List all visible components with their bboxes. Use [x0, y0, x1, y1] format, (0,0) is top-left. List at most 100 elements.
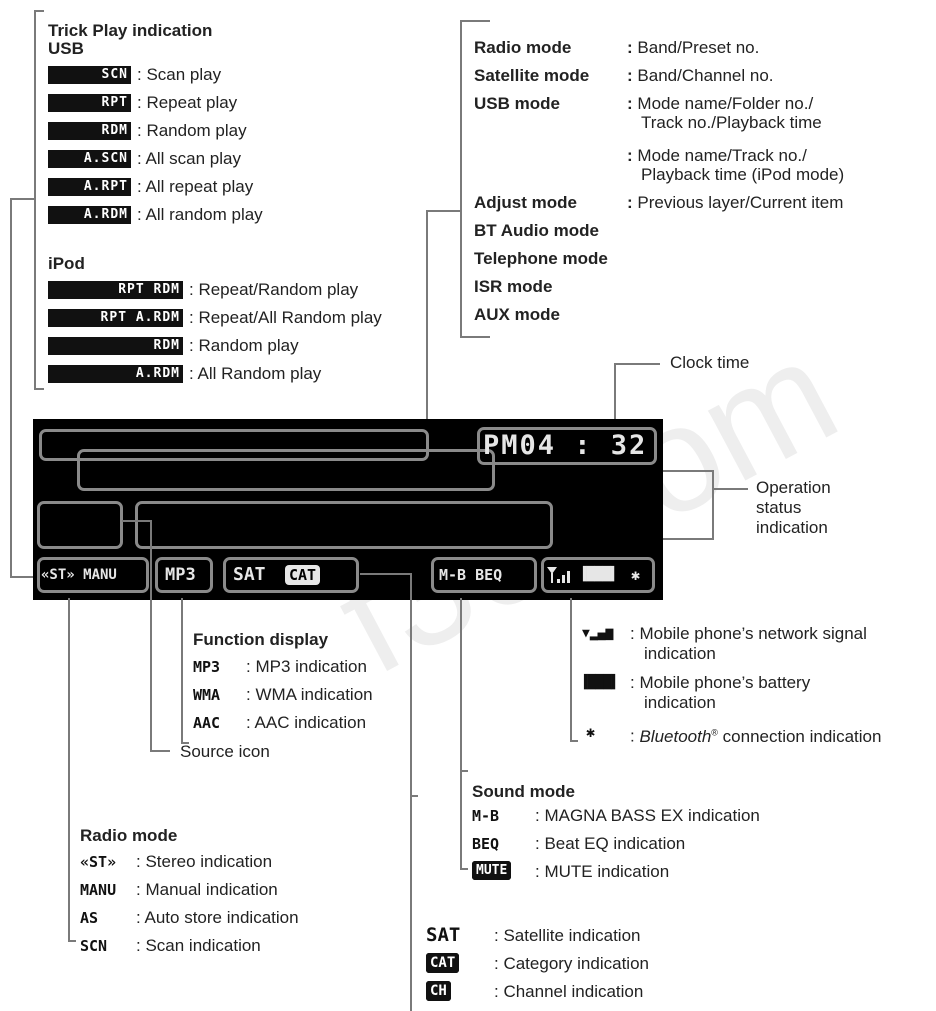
lcd-sat-text: SAT — [233, 564, 266, 585]
ipod-glyph-ardm: A.RDM — [48, 365, 183, 383]
usb-label-arpt: : All repeat play — [137, 177, 254, 196]
bracket-phone-bottom — [570, 740, 578, 742]
source-icon-label: Source icon — [180, 742, 270, 761]
ipod-label-rdm: : Random play — [189, 336, 299, 355]
phone-label-battery-2: indication — [644, 693, 716, 712]
mode-usb-desc: : Mode name/Folder no./ — [627, 94, 814, 113]
sound-glyph-mb: M-B — [472, 807, 500, 825]
usb-glyph-arpt: A.RPT — [48, 178, 131, 196]
mode-usb-ipod-desc-2: Playback time (iPod mode) — [641, 165, 845, 184]
ipod-heading: iPod — [48, 254, 85, 273]
lcd-radio-segment — [37, 557, 149, 593]
func-label-aac: : AAC indication — [246, 713, 367, 732]
sat-label-sat: : Satellite indication — [494, 926, 641, 945]
sat-label-cat: : Category indication — [494, 954, 649, 973]
mode-usb-desc-2: Track no./Playback time — [641, 113, 822, 132]
phone-label-signal-2: indication — [644, 644, 716, 663]
leader-modes-h — [426, 210, 462, 212]
radio-label-as: : Auto store indication — [136, 908, 299, 927]
mode-adjust-name: Adjust mode — [474, 193, 577, 212]
phone-label-bluetooth: : Bluetooth® connection indication — [630, 726, 882, 746]
battery-icon: ▐███▌ — [579, 567, 619, 582]
clock-time-label: Clock time — [670, 353, 750, 372]
phone-glyph-bluetooth: ✱ — [586, 723, 596, 741]
leader-trick-v — [10, 198, 12, 578]
leader-op-v — [712, 470, 714, 540]
sound-label-mute: : MUTE indication — [535, 862, 670, 881]
radio-glyph-manu: MANU — [80, 881, 117, 899]
operation-status-label: Operation status indication — [756, 478, 831, 537]
mode-isr-name: ISR mode — [474, 277, 553, 296]
leader-radio-v — [68, 598, 70, 814]
bracket-phone — [570, 618, 572, 742]
leader-clock-v — [614, 363, 616, 429]
mode-satellite-name: Satellite mode — [474, 66, 590, 85]
leader-op-h — [712, 488, 748, 490]
bracket-sound — [460, 770, 462, 870]
bracket-modes-bottom — [460, 336, 490, 338]
lcd-display: PM04 : 32 «ST» MANU MP3 SAT CAT M-B BEQ … — [33, 419, 663, 600]
mode-telephone-name: Telephone mode — [474, 249, 608, 268]
lcd-clock-text: PM04 : 32 — [483, 430, 648, 461]
radio-glyph-as: AS — [80, 909, 99, 927]
func-label-mp3: : MP3 indication — [246, 657, 367, 676]
leader-phone-v — [570, 598, 572, 620]
usb-glyph-rdm: RDM — [48, 122, 131, 140]
mode-usb-name: USB mode — [474, 94, 560, 113]
lcd-top-segment — [39, 429, 429, 461]
sound-glyph-beq: BEQ — [472, 835, 500, 853]
leader-sound-v — [460, 598, 462, 772]
bracket-trick-bottom — [34, 388, 44, 390]
mode-usb-ipod-desc: : Mode name/Track no./ — [627, 146, 807, 165]
usb-label-ardm: : All random play — [137, 205, 263, 224]
mode-satellite-desc: : Band/Channel no. — [627, 66, 774, 85]
radio-label-st: : Stereo indication — [136, 852, 273, 871]
sat-label-ch: : Channel indication — [494, 982, 644, 1001]
usb-heading: USB — [48, 39, 84, 58]
leader-source-v — [150, 520, 152, 752]
sound-label-beq: : Beat EQ indication — [535, 834, 686, 853]
func-glyph-aac: AAC — [193, 714, 221, 732]
phone-glyph-signal: ▼▂▄▆ — [582, 626, 614, 641]
lcd-sound-text: M-B BEQ — [439, 566, 503, 584]
lcd-func-text: MP3 — [165, 565, 196, 585]
phone-label-signal: : Mobile phone’s network signal — [630, 624, 867, 643]
func-glyph-mp3: MP3 — [193, 658, 221, 676]
bracket-modes — [460, 20, 462, 338]
bracket-func-bottom — [181, 742, 189, 744]
bracket-sound-bottom — [460, 868, 468, 870]
leader-trick-h2 — [10, 576, 40, 578]
ipod-glyph-rpt-ardm: RPT A.RDM — [48, 309, 183, 327]
usb-label-ascn: : All scan play — [137, 149, 241, 168]
ipod-label-rpt-ardm: : Repeat/All Random play — [189, 308, 382, 327]
usb-label-rdm: : Random play — [137, 121, 247, 140]
lcd-cat-text: CAT — [285, 565, 321, 585]
leader-clock-h — [614, 363, 660, 365]
sat-glyph-ch: CH — [426, 981, 451, 1001]
sat-glyph-cat: CAT — [426, 953, 460, 973]
leader-modes-v — [426, 210, 428, 432]
bracket-radio — [68, 812, 70, 942]
usb-glyph-scn: SCN — [48, 66, 131, 84]
sat-glyph-sat: SAT — [426, 924, 461, 946]
lcd-clock-segment — [477, 427, 657, 465]
usb-label-scn: : Scan play — [137, 65, 222, 84]
trick-play-title: Trick Play indication — [48, 21, 213, 40]
ipod-glyph-rdm: RDM — [48, 337, 183, 355]
leader-trick-h — [10, 198, 36, 200]
radio-mode-title: Radio mode — [80, 826, 178, 845]
usb-glyph-ascn: A.SCN — [48, 150, 131, 168]
phone-label-battery: : Mobile phone’s battery — [630, 673, 811, 692]
func-glyph-wma: WMA — [193, 686, 221, 704]
lcd-middle-segment — [77, 449, 495, 491]
func-label-wma: : WMA indication — [246, 685, 373, 704]
ipod-label-rpt-rdm: : Repeat/Random play — [189, 280, 359, 299]
leader-sat-h — [360, 573, 412, 575]
bracket-sat-top — [410, 795, 418, 797]
bracket-sound-top — [460, 770, 468, 772]
bluetooth-icon: ✱ — [631, 566, 641, 584]
usb-glyph-rpt: RPT — [48, 94, 131, 112]
lcd-radio-text: «ST» MANU — [41, 567, 117, 583]
mode-radio-desc: : Band/Preset no. — [627, 38, 760, 57]
lcd-sat-segment — [223, 557, 359, 593]
